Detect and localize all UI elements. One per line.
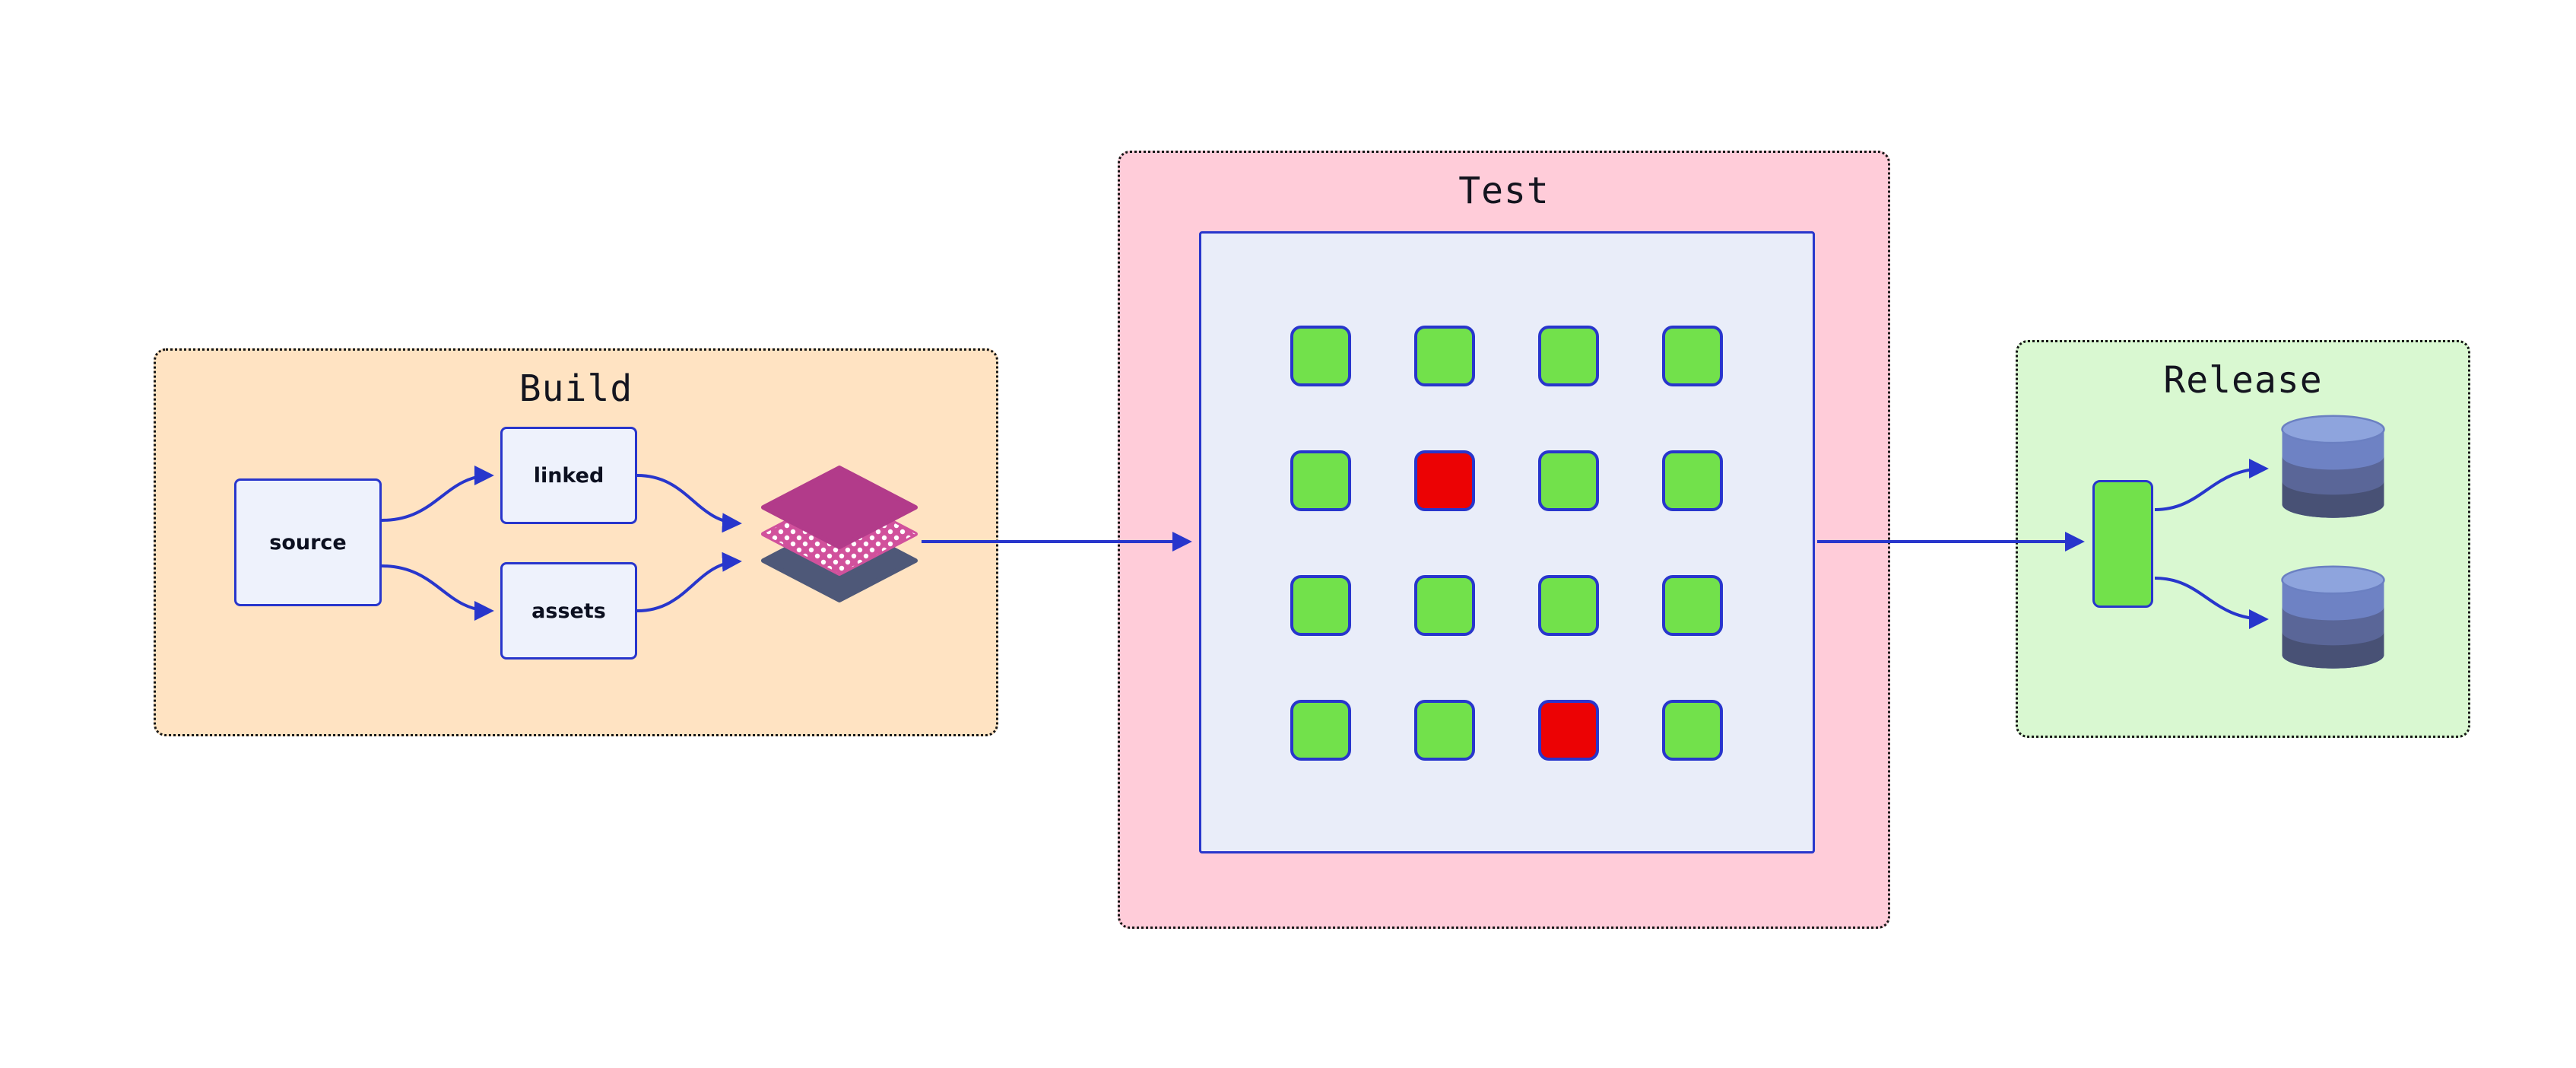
test-cell-pass bbox=[1662, 575, 1723, 636]
layers-icon bbox=[761, 466, 918, 602]
db-top bbox=[2281, 415, 2385, 444]
test-cell-pass bbox=[1414, 575, 1475, 636]
test-cell-pass bbox=[1662, 326, 1723, 386]
test-stage-title: Test bbox=[1458, 170, 1550, 212]
test-cell-pass bbox=[1290, 450, 1351, 511]
database-icon bbox=[2281, 415, 2385, 518]
test-cell-fail bbox=[1414, 450, 1475, 511]
release-stage: Release bbox=[2016, 340, 2470, 738]
node-linked-label: linked bbox=[533, 463, 604, 488]
node-source: source bbox=[234, 478, 382, 606]
node-linked: linked bbox=[500, 427, 637, 524]
test-cell-pass bbox=[1414, 326, 1475, 386]
test-cell-pass bbox=[1290, 326, 1351, 386]
database-icon bbox=[2281, 565, 2385, 669]
test-cell-pass bbox=[1662, 700, 1723, 761]
release-artifact bbox=[2092, 480, 2153, 608]
test-cell-pass bbox=[1662, 450, 1723, 511]
test-cell-pass bbox=[1538, 450, 1599, 511]
test-stage: Test bbox=[1118, 151, 1890, 929]
db-top bbox=[2281, 565, 2385, 595]
release-stage-title: Release bbox=[2163, 359, 2323, 402]
layer-top bbox=[761, 466, 918, 549]
test-cell-pass bbox=[1290, 700, 1351, 761]
test-cell-pass bbox=[1414, 700, 1475, 761]
build-stage: Build source linked assets bbox=[154, 348, 998, 736]
node-source-label: source bbox=[269, 530, 347, 555]
node-assets-label: assets bbox=[531, 599, 606, 623]
test-cell-fail bbox=[1538, 700, 1599, 761]
test-grid bbox=[1290, 326, 1723, 761]
test-cell-pass bbox=[1538, 326, 1599, 386]
node-assets: assets bbox=[500, 562, 637, 660]
build-stage-title: Build bbox=[519, 367, 633, 410]
db-band-lower bbox=[2282, 481, 2384, 518]
test-cell-pass bbox=[1290, 575, 1351, 636]
db-band-lower bbox=[2282, 631, 2384, 669]
test-cell-pass bbox=[1538, 575, 1599, 636]
